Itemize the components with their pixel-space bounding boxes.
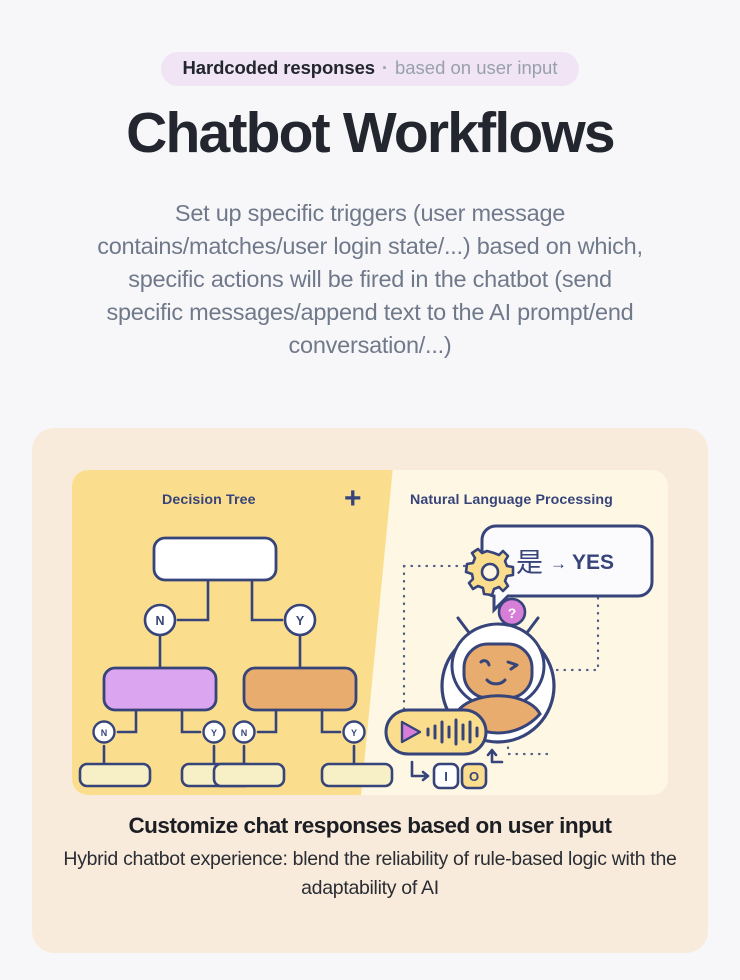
audio-waveform-pill (384, 708, 488, 756)
caption-title: Customize chat responses based on user i… (128, 813, 612, 838)
leaf-branch-circle (202, 720, 226, 744)
leaf-branch-circle (92, 720, 116, 744)
tree-node-orange (242, 666, 358, 712)
decision-tree-label: Decision Tree (162, 492, 256, 508)
badge-separator-dot: · (381, 58, 388, 78)
nlp-label: Natural Language Processing (410, 492, 613, 508)
play-icon (400, 720, 422, 744)
leaf-branch-label: N (101, 728, 108, 738)
speech-result-text: YES (572, 551, 614, 574)
question-badge: ? (497, 597, 527, 627)
io-key-label-o: O (469, 769, 479, 784)
badge-primary-label: Hardcoded responses (182, 57, 376, 78)
io-key-input: I (432, 762, 460, 790)
branch-circle-n (143, 603, 177, 637)
leaf-branch-label: N (241, 728, 248, 738)
io-key-output: O (460, 762, 488, 790)
decision-tree-diagram: N Y N Y N Y (78, 536, 394, 788)
badge-secondary-label: based on user input (394, 57, 558, 78)
gear-icon (464, 547, 515, 597)
page-header: Hardcoded responses · based on user inpu… (0, 0, 740, 362)
nlp-diagram: 是 → YES ? (384, 524, 654, 790)
page-description: Set up specific triggers (user message c… (97, 200, 643, 359)
feature-card: Decision Tree + Natural Language Process… (32, 428, 708, 953)
branch-label-n: N (155, 614, 164, 628)
leaf-branch-circle (232, 720, 256, 744)
caption-subtitle: Hybrid chatbot experience: blend the rel… (63, 848, 677, 899)
plus-icon: + (344, 482, 362, 515)
robot-smile (485, 678, 507, 686)
leaf-branch-label: Y (351, 728, 357, 738)
robot-face (462, 642, 534, 700)
io-key-label-i: I (444, 769, 448, 784)
robot-avatar (440, 616, 556, 744)
branch-label-y: Y (296, 614, 305, 628)
tree-leaf-node (212, 762, 286, 788)
tree-leaf-node (320, 762, 394, 788)
tree-node-purple (102, 666, 218, 712)
robot-eye-wink (506, 660, 519, 671)
leaf-branch-label: Y (211, 728, 217, 738)
speech-bubble: 是 → YES (480, 524, 654, 614)
decision-tree-background (72, 470, 393, 795)
tree-root-node (152, 536, 278, 582)
waveform-bars (426, 718, 479, 746)
speech-source-text: 是 (516, 548, 543, 579)
tree-leaf-node (78, 762, 152, 788)
speech-arrow: → (550, 554, 567, 573)
flow-arrows (410, 748, 504, 782)
branch-circle-y (283, 603, 317, 637)
leaf-branch-circle (342, 720, 366, 744)
illustration-panel: Decision Tree + Natural Language Process… (72, 470, 668, 795)
status-badge: Hardcoded responses · based on user inpu… (160, 52, 580, 86)
question-mark-label: ? (508, 605, 517, 621)
page-title: Chatbot Workflows (126, 100, 615, 165)
robot-eye-left (479, 659, 491, 667)
card-caption: Customize chat responses based on user i… (32, 813, 708, 903)
